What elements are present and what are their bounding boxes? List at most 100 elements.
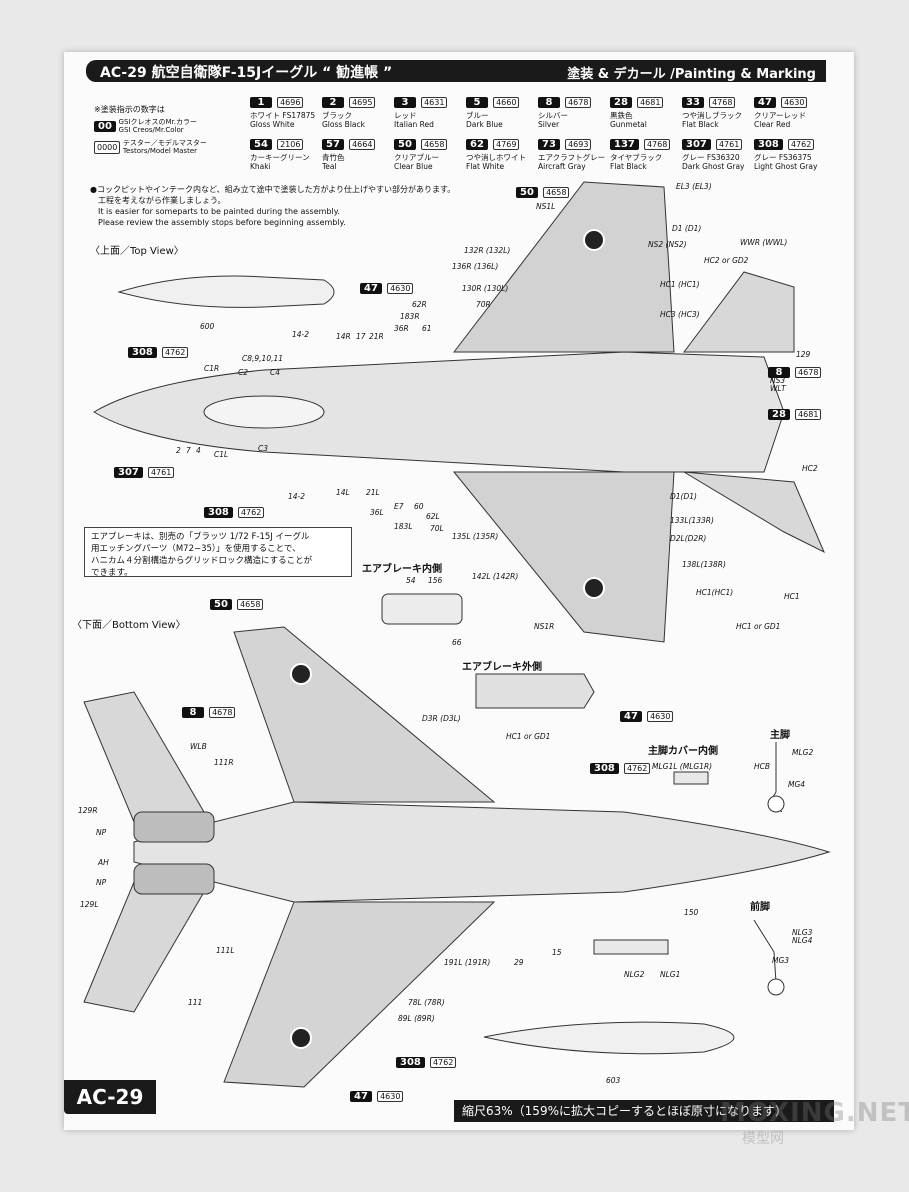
part-label: 62L bbox=[426, 512, 440, 521]
legend-gsi-code: 00 bbox=[94, 120, 116, 132]
swatch-name-en: Flat Black bbox=[610, 162, 647, 171]
airbrake-note-3: ハニカム４分割構造からグリッドロック構造にすることが bbox=[91, 556, 313, 566]
gsi-code: 47 bbox=[754, 97, 776, 108]
part-label: 183L bbox=[394, 522, 413, 531]
callout-gsi: 47 bbox=[350, 1091, 372, 1102]
part-label: 60 bbox=[414, 502, 424, 511]
swatch-name-jp: ブラック bbox=[322, 111, 352, 120]
part-label: C3 bbox=[258, 444, 269, 453]
part-label: 129 bbox=[796, 350, 811, 359]
swatch-name-en: Clear Red bbox=[754, 120, 791, 129]
testors-code: 2106 bbox=[277, 139, 304, 150]
bottom-view-nozzle-lower bbox=[133, 863, 215, 895]
legend-gsi-en: GSI Creos/Mr.Color bbox=[118, 126, 184, 134]
swatch-name-en: Clear Blue bbox=[394, 162, 433, 171]
note-en2: Please review the assembly stops before … bbox=[98, 218, 346, 227]
callout-gsi: 28 bbox=[768, 409, 790, 420]
part-label: 142L (142R) bbox=[472, 572, 519, 581]
part-label: 4 bbox=[196, 446, 201, 455]
swatch-name-en: Teal bbox=[322, 162, 337, 171]
swatch-name-jp: 青竹色 bbox=[322, 153, 345, 162]
part-label: 111R bbox=[214, 758, 234, 767]
callout-testors: 4681 bbox=[795, 409, 822, 420]
part-label: HC1(HC1) bbox=[696, 588, 734, 597]
part-label: 62R bbox=[412, 300, 427, 309]
callout-gsi: 47 bbox=[620, 711, 642, 722]
swatch-name-jp: グレー FS36320 bbox=[682, 153, 740, 162]
part-label: C1R bbox=[204, 364, 220, 373]
part-label: 21R bbox=[369, 332, 384, 341]
part-label: 14-2 bbox=[288, 492, 306, 501]
part-label: HC1 (HC1) bbox=[660, 280, 700, 289]
part-label: NS1R bbox=[534, 622, 555, 631]
part-label: NP bbox=[96, 828, 107, 837]
callout-testors: 4762 bbox=[161, 347, 189, 358]
part-label: 89L (89R) bbox=[398, 1014, 435, 1023]
part-label: D3R (D3L) bbox=[422, 714, 461, 723]
callout-testors: 4678 bbox=[209, 707, 236, 718]
swatch-name-en: Gloss White bbox=[250, 120, 295, 129]
part-label: 70L bbox=[430, 524, 444, 533]
testors-code: 4768 bbox=[709, 97, 736, 108]
paint-callout: 50 4658 bbox=[516, 180, 570, 199]
callout-testors: 4630 bbox=[647, 711, 674, 722]
airbrake-outside-drawing bbox=[475, 673, 595, 709]
testors-code: 4678 bbox=[565, 97, 592, 108]
swatch-name-en: Gunmetal bbox=[610, 120, 647, 129]
testors-code: 4630 bbox=[781, 97, 808, 108]
part-label: D1(D1) bbox=[670, 492, 697, 501]
part-label: NLG4 bbox=[792, 936, 813, 945]
swatch-name-en: Gloss Black bbox=[322, 120, 365, 129]
part-label: D1 (D1) bbox=[672, 224, 702, 233]
main-gear-wheel bbox=[767, 795, 785, 813]
swatch-name-jp: シルバー bbox=[538, 111, 568, 120]
part-label: 132R (132L) bbox=[464, 246, 511, 255]
note-jp1: ●コックピットやインテーク内など、組み立て途中で塗装した方がより仕上げやすい部分… bbox=[90, 185, 456, 194]
gsi-code: 73 bbox=[538, 139, 560, 150]
paint-callout: 308 4762 bbox=[204, 500, 265, 519]
part-label: 14R bbox=[336, 332, 351, 341]
part-label: NLG2 bbox=[624, 970, 645, 979]
roundel-top-lower bbox=[583, 577, 605, 599]
part-label: 21L bbox=[366, 488, 380, 497]
airbrake-outside-title: エアブレーキ外側 bbox=[462, 662, 542, 673]
swatch-name-en: Flat Black bbox=[682, 120, 719, 129]
swatch-name-en: Dark Ghost Gray bbox=[682, 162, 745, 171]
part-label: 183R bbox=[400, 312, 420, 321]
part-label: E7 bbox=[394, 502, 404, 511]
roundel-bottom-lower bbox=[290, 1027, 312, 1049]
nose-gear-door-drawing bbox=[593, 939, 669, 955]
top-view-hstab-lower bbox=[683, 471, 825, 554]
gsi-code: 5 bbox=[466, 97, 488, 108]
gsi-code: 3 bbox=[394, 97, 416, 108]
part-label: C2 bbox=[238, 368, 249, 377]
swatch-name-en: Khaki bbox=[250, 162, 271, 171]
part-label: 129R bbox=[78, 806, 98, 815]
part-label: NP bbox=[96, 878, 107, 887]
part-label: NS2 (NS2) bbox=[648, 240, 687, 249]
part-label: 14-2 bbox=[292, 330, 310, 339]
part-label: HC1 or GD1 bbox=[736, 622, 781, 631]
part-label: NLG3 bbox=[792, 928, 813, 937]
swatch-name-jp: エアクラフトグレー bbox=[538, 153, 606, 162]
part-label: 7 bbox=[186, 446, 191, 455]
airbrake-note-2: 用エッチングパーツ（M72−35）」を使用することで、 bbox=[91, 544, 301, 554]
callout-testors: 4762 bbox=[237, 507, 265, 518]
part-label: 2 bbox=[176, 446, 181, 455]
part-label: HC1 or GD1 bbox=[506, 732, 551, 741]
legend-testors-code: 0000 bbox=[94, 140, 121, 154]
top-view-label: 〈上面／Top View〉 bbox=[90, 246, 184, 257]
gsi-code: 8 bbox=[538, 97, 560, 108]
part-label: NLG1 bbox=[660, 970, 681, 979]
nose-gear-wheel bbox=[767, 978, 785, 996]
paint-callout: 8 4678 bbox=[182, 700, 236, 719]
